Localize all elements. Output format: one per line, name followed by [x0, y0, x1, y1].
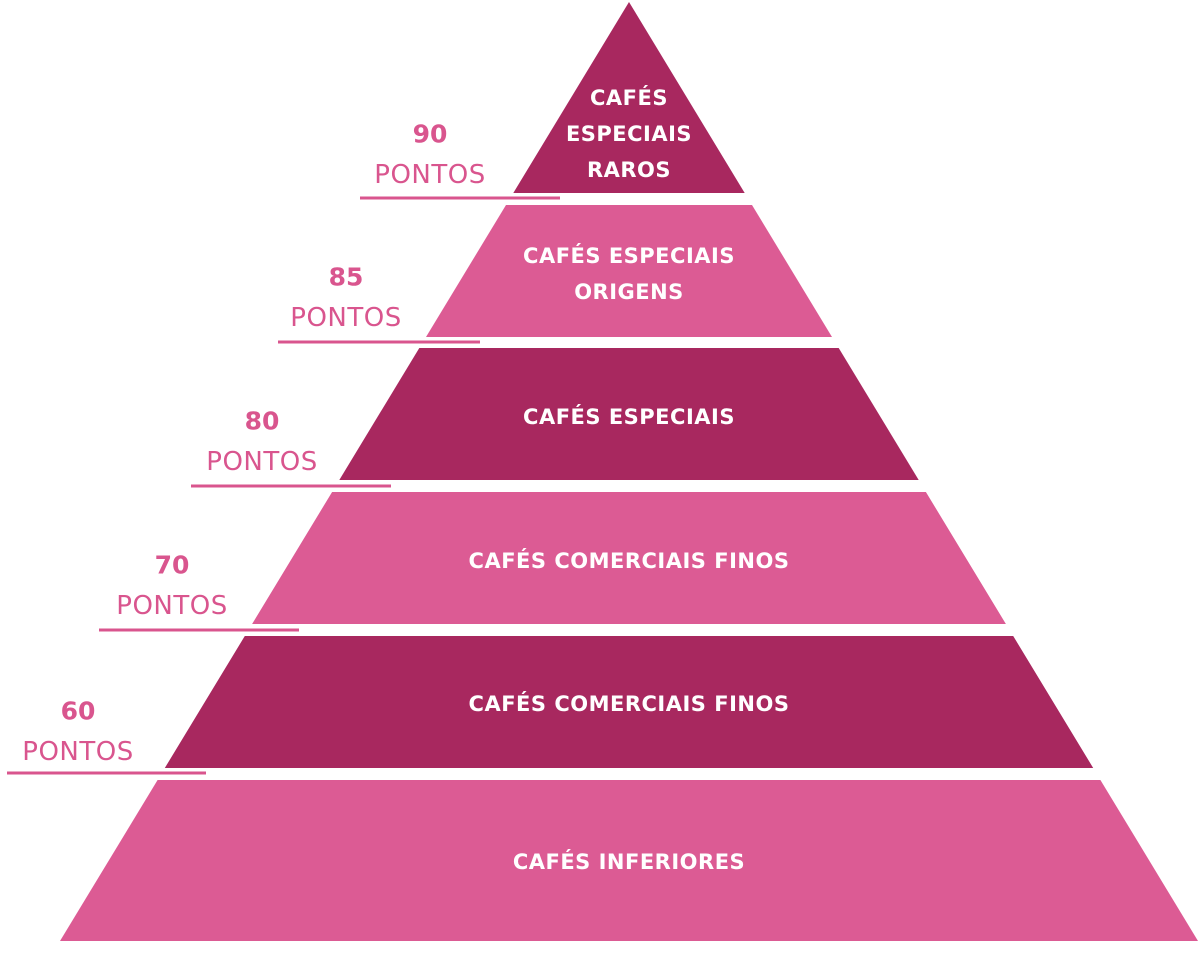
tier-label-line: CAFÉS COMERCIAIS FINOS [469, 691, 790, 716]
score-unit: PONTOS [22, 737, 133, 767]
pyramid-tier-shape [339, 348, 919, 480]
score-value: 90 [413, 120, 448, 149]
pyramid-tier-shape [426, 205, 832, 337]
score-value: 85 [329, 263, 364, 292]
pyramid-tier-6: CAFÉS INFERIORES [60, 780, 1198, 941]
score-unit: PONTOS [374, 160, 485, 190]
pyramid-tier-2: CAFÉS ESPECIAIS ORIGENS [426, 205, 832, 337]
score-unit: PONTOS [116, 591, 227, 621]
score-value: 80 [245, 407, 280, 436]
pyramid-tier-1: CAFÉS ESPECIAIS RAROS [513, 2, 745, 193]
pyramid-tier-shape [252, 492, 1006, 624]
tier-label-line: CAFÉS [590, 85, 668, 110]
pyramid-tier-shape [513, 2, 745, 193]
tier-label-line: CAFÉS COMERCIAIS FINOS [469, 548, 790, 573]
pyramid-tier-shape [60, 780, 1198, 941]
tier-label-line: RAROS [587, 158, 671, 182]
tier-label-line: CAFÉS ESPECIAIS [523, 243, 735, 268]
pyramid-tier-5: CAFÉS COMERCIAIS FINOS [164, 636, 1094, 768]
score-value: 60 [61, 697, 96, 726]
tier-label-line: ORIGENS [574, 280, 684, 304]
score-unit: PONTOS [206, 447, 317, 477]
tier-label-line: CAFÉS ESPECIAIS [523, 404, 735, 429]
pyramid-tier-4: CAFÉS COMERCIAIS FINOS [252, 492, 1006, 624]
score-value: 70 [155, 551, 190, 580]
pyramid-tier-shape [164, 636, 1094, 768]
pyramid-tiers: CAFÉS ESPECIAIS RAROS CAFÉS ESPECIAIS ORIGEN… [60, 2, 1198, 941]
score-unit: PONTOS [290, 303, 401, 333]
tier-label-line: CAFÉS INFERIORES [513, 849, 745, 874]
pyramid-tier-3: CAFÉS ESPECIAIS [339, 348, 919, 480]
tier-label-line: ESPECIAIS [566, 122, 692, 146]
